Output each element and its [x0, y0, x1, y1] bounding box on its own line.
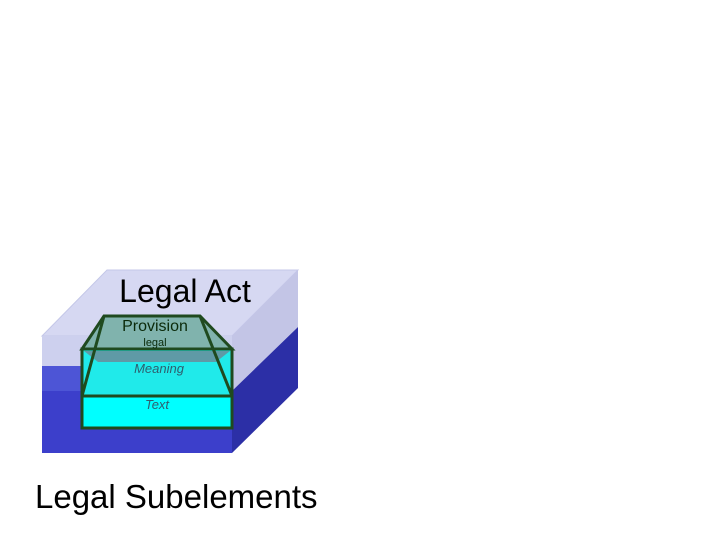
box-side-upper — [232, 270, 298, 391]
box-front-band — [42, 366, 82, 391]
legal-act-title: Legal Act — [119, 273, 251, 309]
legal-label: legal — [143, 337, 166, 349]
meaning-left-edge — [80, 315, 106, 397]
box-side-lower — [232, 327, 298, 453]
meaning-label: Meaning — [134, 361, 185, 376]
provision-label: Provision — [122, 318, 188, 335]
text-label: Text — [145, 397, 170, 412]
slide-caption: Legal Subelements — [35, 478, 318, 515]
meaning-right-edge — [198, 315, 234, 397]
legal-band — [84, 351, 230, 362]
text-box — [80, 394, 234, 430]
